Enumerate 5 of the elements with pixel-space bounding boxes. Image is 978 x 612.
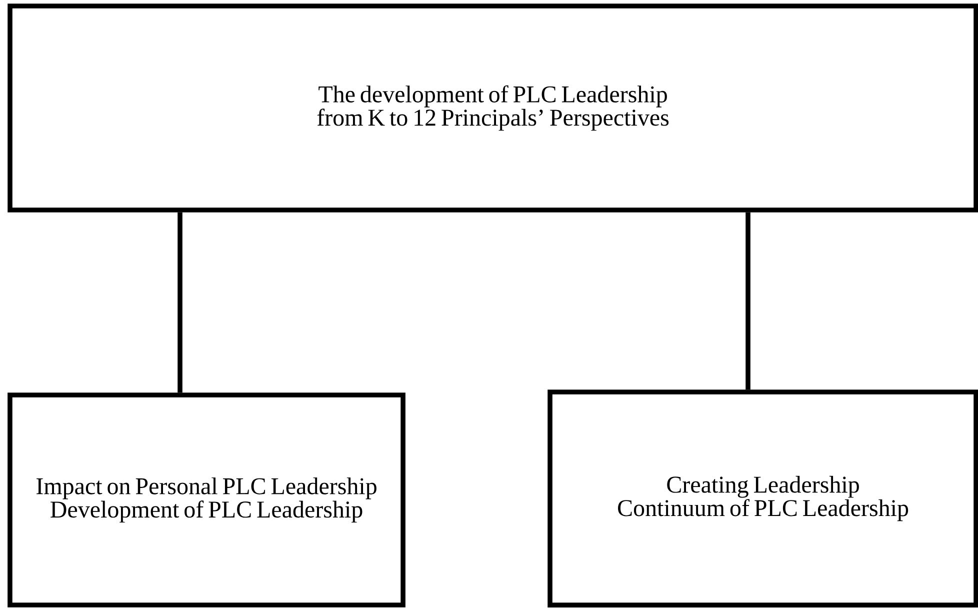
connector-line [178, 212, 182, 393]
text-box: Impact on Personal PLC Leadership Development of PLC Leadership [8, 392, 406, 608]
connector-line [746, 212, 750, 390]
text-box: The development of PLC Leadership from K to 12 Principals’ Perspectives [8, 4, 978, 212]
text-box: Creating Leadership Continuum of PLC Leadership [548, 390, 978, 608]
